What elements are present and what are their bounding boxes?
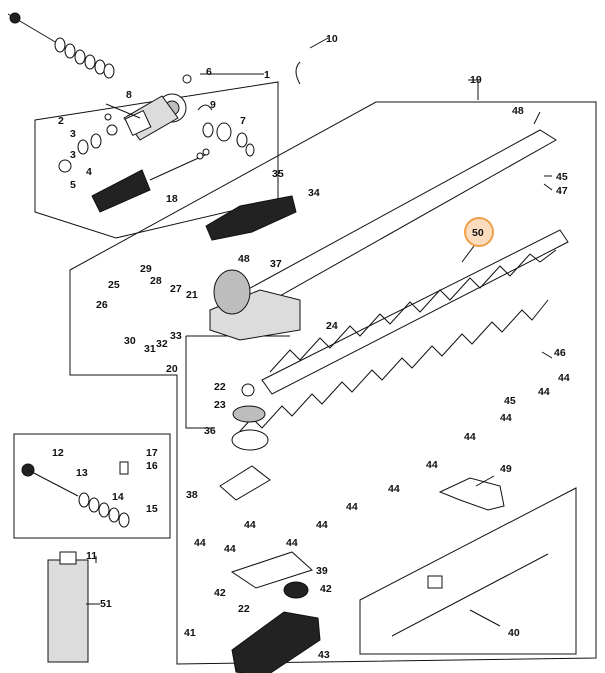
group-frames (13, 81, 597, 665)
callout-44-h[interactable]: 44 (316, 519, 328, 531)
callout-44-f[interactable]: 44 (388, 483, 400, 495)
callout-44-g[interactable]: 44 (346, 501, 358, 513)
callout-1[interactable]: 1 (264, 69, 270, 81)
callout-45[interactable]: 45 (556, 171, 568, 183)
group-11-parts (21, 461, 130, 528)
callout-44-l[interactable]: 44 (224, 543, 236, 555)
callout-11[interactable]: 11 (86, 550, 97, 562)
frame-group-19 (69, 101, 597, 665)
callout-41[interactable]: 41 (184, 627, 196, 639)
highlight-ring-50 (464, 217, 494, 247)
callout-38[interactable]: 38 (186, 489, 198, 501)
callout-16[interactable]: 16 (146, 460, 158, 472)
callout-44-j[interactable]: 44 (194, 537, 206, 549)
frame-group-40 (359, 487, 577, 655)
callout-6[interactable]: 6 (206, 66, 212, 78)
callout-15[interactable]: 15 (146, 503, 158, 515)
callout-18[interactable]: 18 (166, 193, 178, 205)
gearbox-assembly (58, 61, 301, 213)
callout-50[interactable]: 50 (472, 227, 484, 239)
callout-44-c[interactable]: 44 (500, 412, 512, 424)
frame-group-20 (185, 336, 214, 429)
callout-26[interactable]: 26 (96, 299, 108, 311)
cutter-bar-assembly (47, 129, 569, 673)
callout-44-i[interactable]: 44 (286, 537, 298, 549)
callout-45-b[interactable]: 45 (504, 395, 516, 407)
callout-5[interactable]: 5 (70, 179, 76, 191)
frame-group-1 (34, 81, 279, 239)
callout-20[interactable]: 20 (166, 363, 178, 375)
callout-34[interactable]: 34 (308, 187, 320, 199)
callout-49[interactable]: 49 (500, 463, 512, 475)
drive-shaft-assembly (7, 12, 115, 79)
callout-42-b[interactable]: 42 (320, 583, 332, 595)
callout-8[interactable]: 8 (126, 89, 132, 101)
callout-22[interactable]: 22 (214, 381, 226, 393)
callout-39[interactable]: 39 (316, 565, 328, 577)
frame-group-11 (13, 433, 171, 539)
callout-44-b[interactable]: 44 (538, 386, 550, 398)
callout-labels: 1 2 3 3 4 5 6 7 8 9 10 11 12 13 14 15 16… (52, 33, 570, 661)
callout-37[interactable]: 37 (270, 258, 282, 270)
callout-44-k[interactable]: 44 (244, 519, 256, 531)
callout-3-b[interactable]: 3 (70, 149, 76, 161)
callout-28[interactable]: 28 (150, 275, 162, 287)
callout-29[interactable]: 29 (140, 263, 152, 275)
callout-19[interactable]: 19 (470, 74, 482, 86)
callout-21[interactable]: 21 (186, 289, 198, 301)
callout-32[interactable]: 32 (156, 338, 168, 350)
callout-30[interactable]: 30 (124, 335, 136, 347)
callout-2[interactable]: 2 (58, 115, 64, 127)
callout-22-b[interactable]: 22 (238, 603, 250, 615)
callout-3[interactable]: 3 (70, 128, 76, 140)
callout-48[interactable]: 48 (512, 105, 524, 117)
callout-51[interactable]: 51 (100, 598, 112, 610)
callout-44[interactable]: 44 (558, 372, 570, 384)
callout-10[interactable]: 10 (326, 33, 338, 45)
callout-36[interactable]: 36 (204, 425, 216, 437)
callout-25[interactable]: 25 (108, 279, 120, 291)
callout-27[interactable]: 27 (170, 283, 182, 295)
callout-14[interactable]: 14 (112, 491, 124, 503)
callout-24[interactable]: 24 (326, 320, 338, 332)
callout-48-b[interactable]: 48 (238, 253, 250, 265)
callout-17[interactable]: 17 (146, 447, 158, 459)
callout-46[interactable]: 46 (554, 347, 566, 359)
callout-13[interactable]: 13 (76, 467, 88, 479)
callout-9[interactable]: 9 (210, 99, 216, 111)
callout-40[interactable]: 40 (508, 627, 520, 639)
callout-4[interactable]: 4 (86, 166, 92, 178)
callout-35[interactable]: 35 (272, 168, 284, 180)
callout-33[interactable]: 33 (170, 330, 182, 342)
callout-31[interactable]: 31 (144, 343, 156, 355)
callout-7[interactable]: 7 (240, 115, 246, 127)
callout-12[interactable]: 12 (52, 447, 64, 459)
callout-44-e[interactable]: 44 (426, 459, 438, 471)
callout-42[interactable]: 42 (214, 587, 226, 599)
leader-lines (86, 37, 553, 627)
callout-43[interactable]: 43 (318, 649, 330, 661)
callout-23[interactable]: 23 (214, 399, 226, 411)
callout-47[interactable]: 47 (556, 185, 568, 197)
callout-44-d[interactable]: 44 (464, 431, 476, 443)
